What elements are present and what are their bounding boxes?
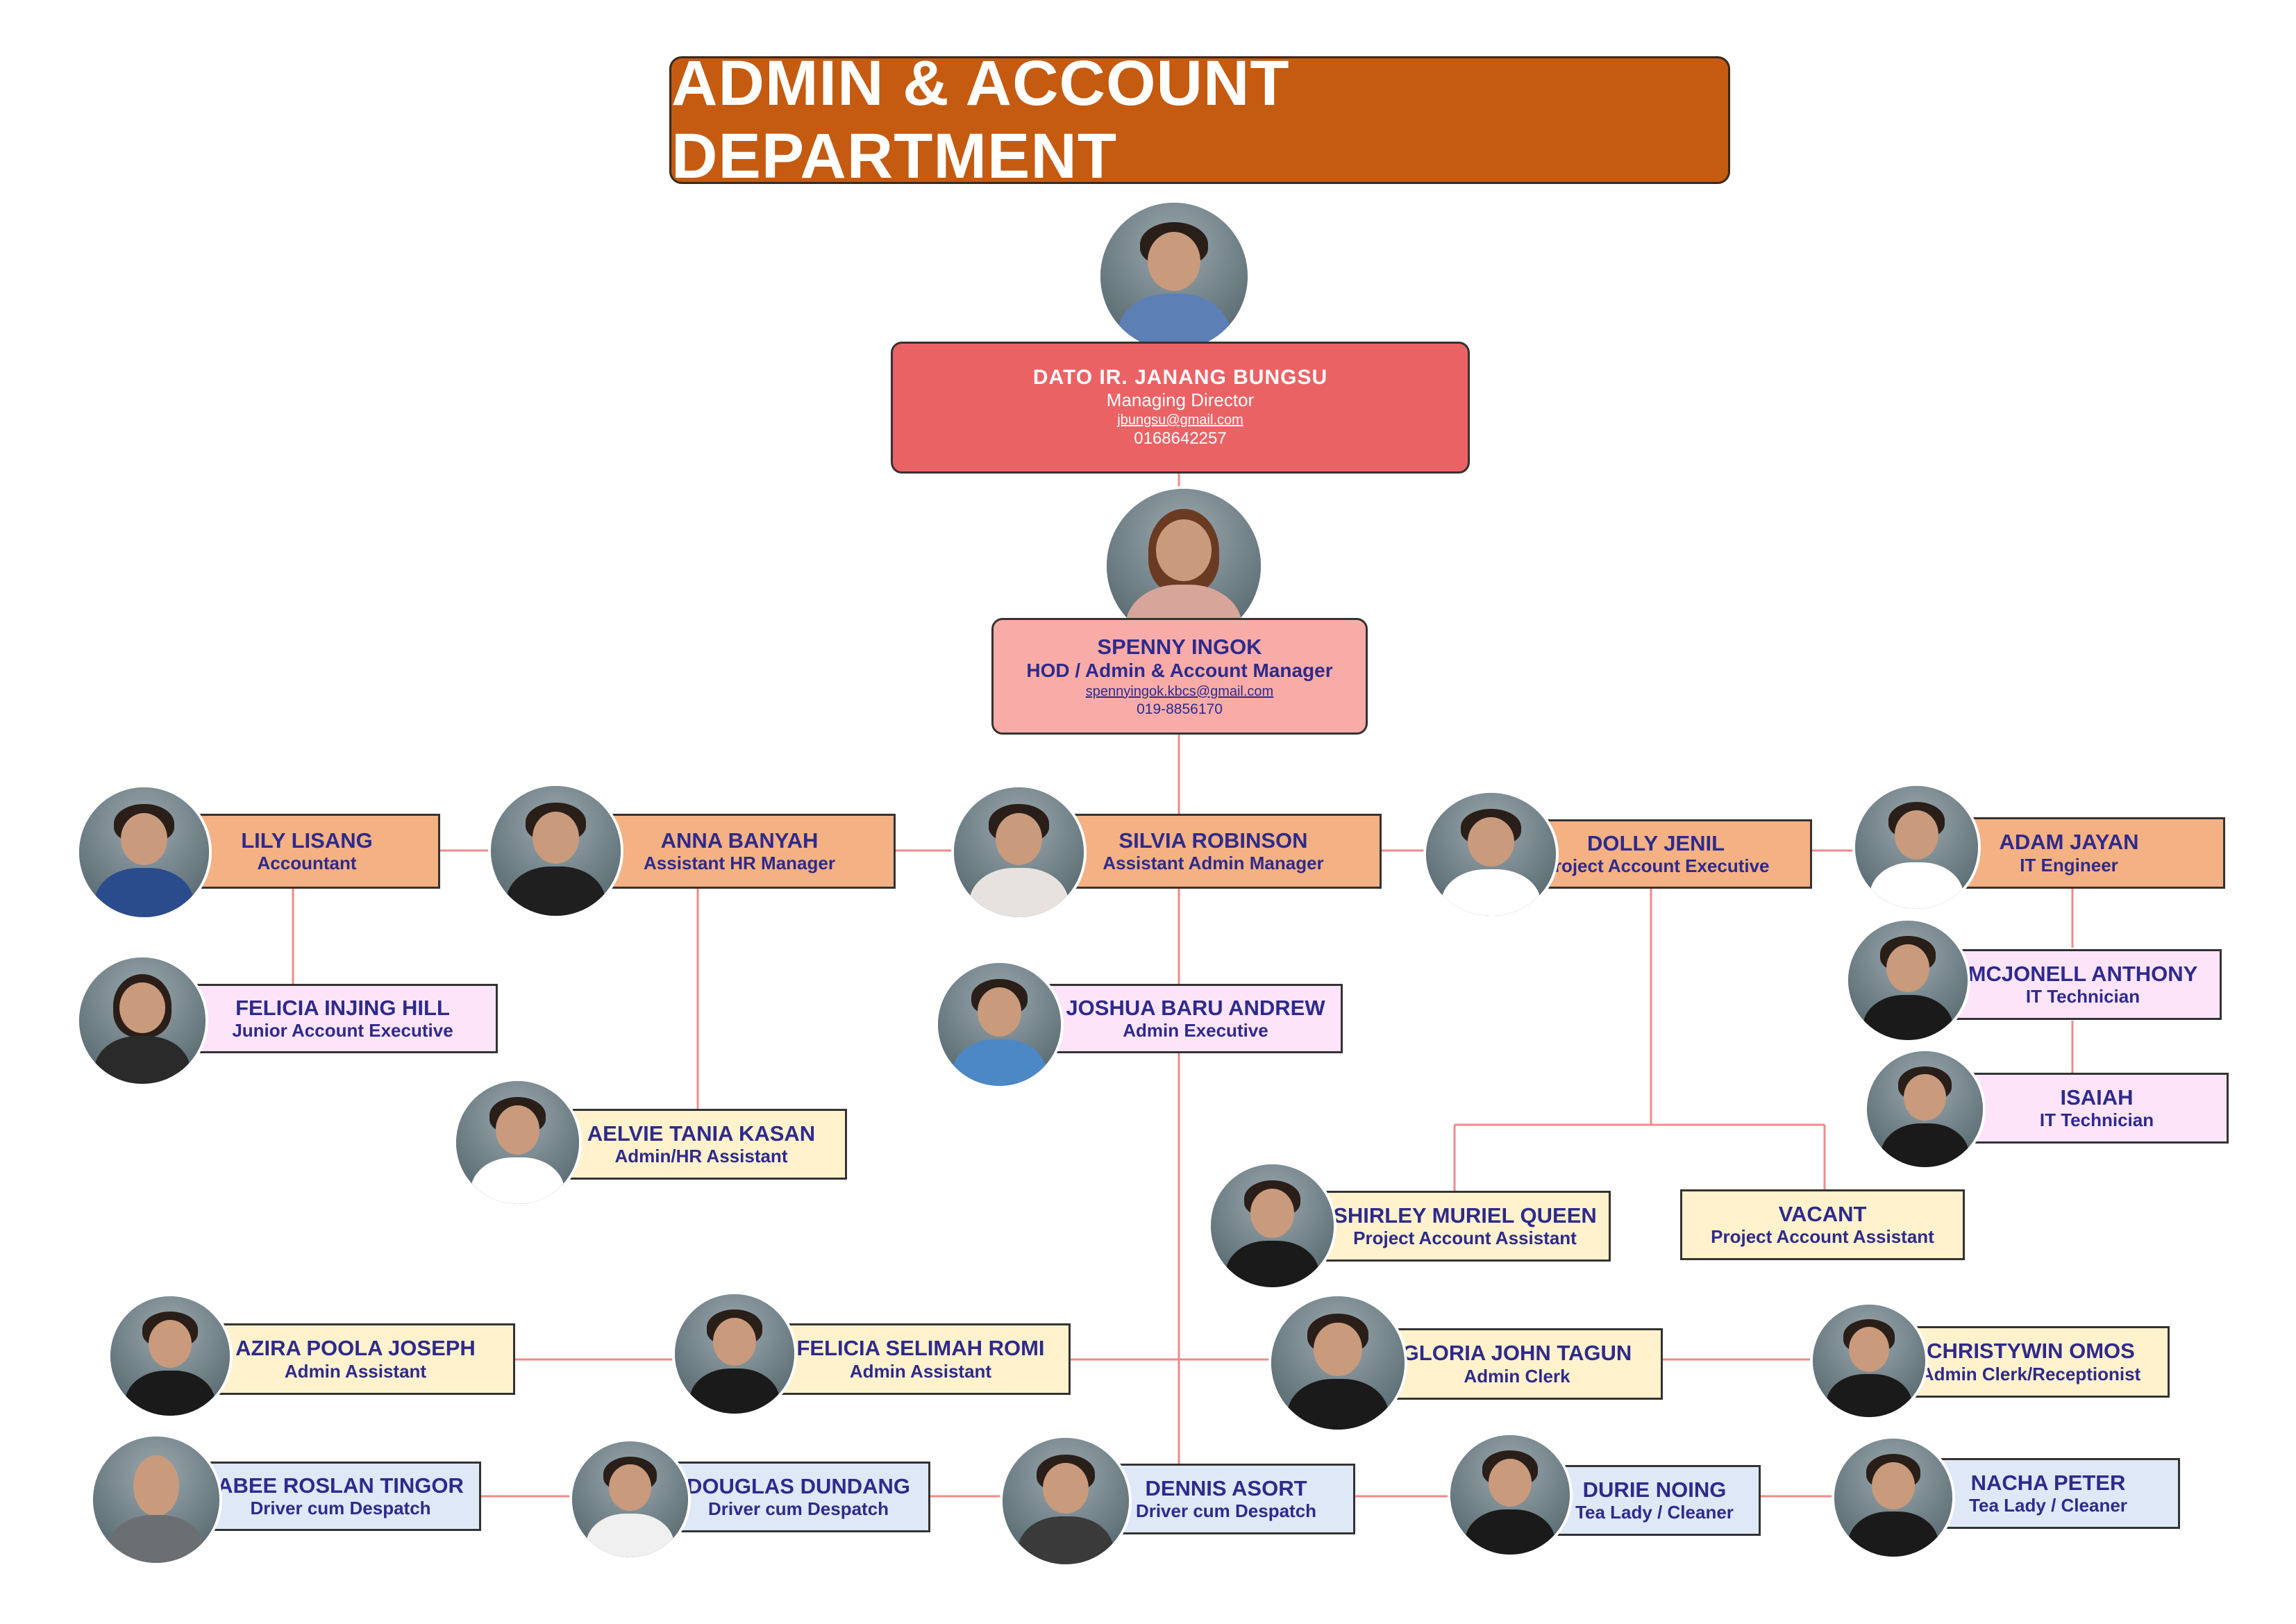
person-name: FELICIA INJING HILL	[235, 995, 450, 1020]
person-card-azira-poola-joseph: AZIRA POOLA JOSEPH Admin Assistant	[196, 1323, 515, 1395]
person-name: DOLLY JENIL	[1586, 830, 1725, 855]
avatar-felicia-selimah-romi	[672, 1291, 797, 1416]
avatar-silvia-robinson	[951, 785, 1087, 920]
person-role: Admin Assistant	[849, 1360, 992, 1382]
person-role: Accountant	[257, 853, 357, 874]
person-card-douglas-dundang: DOUGLAS DUNDANG Driver cum Despatch	[667, 1462, 930, 1532]
person-name: CHRISTYWIN OMOS	[1927, 1339, 2135, 1364]
avatar-durie-noing	[1448, 1432, 1573, 1557]
person-name: LILY LISANG	[241, 828, 373, 853]
avatar-dennis-asort	[1000, 1435, 1132, 1567]
person-card-silvia-robinson: SILVIA ROBINSON Assistant Admin Manager	[1045, 814, 1382, 889]
person-role: Project Account Assistant	[1711, 1226, 1934, 1248]
person-name: ANNA BANYAH	[660, 828, 819, 853]
person-role: IT Engineer	[2020, 854, 2118, 876]
person-role: Project Account Executive	[1542, 855, 1770, 877]
avatar-nacha-peter	[1832, 1436, 1955, 1559]
person-card-aelvie-tania-kasan: AELVIE TANIA KASAN Admin/HR Assistant	[555, 1109, 847, 1180]
hod-email[interactable]: spennyingok.kbcs@gmail.com	[1085, 684, 1274, 700]
person-card-vacant: VACANT Project Account Assistant	[1680, 1189, 1965, 1260]
person-name: MCJONELL ANTHONY	[1968, 961, 2198, 986]
person-role: IT Technician	[2039, 1110, 2154, 1131]
person-name: SILVIA ROBINSON	[1118, 828, 1308, 853]
person-card-felicia-injing-hill: FELICIA INJING HILL Junior Account Execu…	[187, 984, 498, 1053]
person-card-dennis-asort: DENNIS ASORT Driver cum Despatch	[1097, 1464, 1355, 1534]
person-role: Admin/HR Assistant	[614, 1146, 788, 1167]
avatar-joshua-baru-andrew	[935, 960, 1064, 1089]
person-role: Driver cum Despatch	[707, 1498, 889, 1520]
person-name: GLORIA JOHN TAGUN	[1402, 1341, 1632, 1366]
person-name: ADAM JAYAN	[1999, 830, 2139, 855]
director-email[interactable]: jbungsu@gmail.com	[1117, 412, 1243, 428]
hod-card: SPENNY INGOK HOD / Admin & Account Manag…	[991, 618, 1368, 735]
avatar-dolly-jenil	[1423, 790, 1559, 919]
person-role: Junior Account Executive	[232, 1020, 453, 1041]
avatar-gloria-john-tagun	[1268, 1294, 1407, 1432]
avatar-christywin-omos	[1810, 1302, 1928, 1420]
person-role: Admin Clerk/Receptionist	[1920, 1363, 2141, 1384]
avatar-felicia-injing-hill	[76, 955, 208, 1087]
person-card-gloria-john-tagun: GLORIA JOHN TAGUN Admin Clerk	[1371, 1328, 1663, 1400]
person-card-christywin-omos: CHRISTYWIN OMOS Admin Clerk/Receptionist	[1892, 1326, 2170, 1398]
person-name: FELICIA SELIMAH ROMI	[796, 1336, 1045, 1361]
avatar-isaiah	[1864, 1048, 1986, 1170]
person-name: JOSHUA BARU ANDREW	[1066, 995, 1325, 1020]
director-phone: 0168642257	[1134, 429, 1227, 449]
person-card-durie-noing: DURIE NOING Tea Lady / Cleaner	[1548, 1465, 1761, 1536]
hod-role: HOD / Admin & Account Manager	[1026, 660, 1333, 682]
person-card-isaiah: ISAIAH IT Technician	[1965, 1073, 2229, 1144]
hod-phone: 019-8856170	[1137, 701, 1223, 718]
person-card-joshua-baru-andrew: JOSHUA BARU ANDREW Admin Executive	[1048, 984, 1343, 1053]
department-title-banner: ADMIN & ACCOUNT DEPARTMENT	[669, 48, 1730, 192]
person-card-lily-lisang: LILY LISANG Accountant	[174, 814, 440, 889]
director-role: Managing Director	[1106, 390, 1255, 411]
avatar-aelvie-tania-kasan	[453, 1078, 582, 1207]
avatar-azira-poola-joseph	[108, 1294, 233, 1418]
person-name: DENNIS ASORT	[1145, 1475, 1307, 1500]
person-role: Project Account Assistant	[1353, 1228, 1577, 1249]
person-role: Admin Executive	[1123, 1020, 1268, 1041]
person-role: Admin Clerk	[1464, 1365, 1570, 1387]
person-name: DOUGLAS DUNDANG	[686, 1473, 911, 1498]
hod-name: SPENNY INGOK	[1097, 634, 1262, 659]
director-card: DATO IR. JANANG BUNGSU Managing Director…	[891, 342, 1470, 474]
person-card-shirley-muriel-queen: SHIRLEY MURIEL QUEEN Project Account Ass…	[1319, 1191, 1611, 1262]
person-name: ISAIAH	[2060, 1085, 2134, 1110]
hod-photo	[1104, 486, 1264, 646]
person-role: Tea Lady / Cleaner	[1575, 1502, 1734, 1523]
person-name: AELVIE TANIA KASAN	[587, 1121, 816, 1146]
person-name: NACHA PETER	[1970, 1470, 2126, 1495]
person-role: IT Technician	[2025, 986, 2140, 1007]
person-card-nacha-peter: NACHA PETER Tea Lady / Cleaner	[1916, 1458, 2180, 1529]
department-title: ADMIN & ACCOUNT DEPARTMENT	[671, 48, 1290, 192]
person-name: VACANT	[1778, 1201, 1867, 1226]
avatar-lily-lisang	[76, 785, 212, 920]
avatar-mcjonell-anthony	[1845, 918, 1970, 1043]
person-role: Tea Lady / Cleaner	[1969, 1495, 2127, 1516]
avatar-douglas-dundang	[569, 1439, 691, 1560]
person-card-abee-roslan-tingor: ABEE ROSLAN TINGOR Driver cum Despatch	[200, 1462, 481, 1531]
person-role: Admin Assistant	[284, 1360, 427, 1382]
person-name: ABEE ROSLAN TINGOR	[217, 1473, 464, 1498]
person-name: SHIRLEY MURIEL QUEEN	[1333, 1203, 1597, 1228]
avatar-anna-banyah	[488, 783, 623, 919]
director-photo	[1098, 200, 1250, 353]
avatar-adam-jayan	[1852, 783, 1981, 912]
person-role: Assistant Admin Manager	[1103, 853, 1324, 874]
director-name: DATO IR. JANANG BUNGSU	[1032, 365, 1328, 389]
person-role: Driver cum Despatch	[1135, 1500, 1317, 1522]
person-card-mcjonell-anthony: MCJONELL ANTHONY IT Technician	[1944, 949, 2222, 1020]
person-card-anna-banyah: ANNA BANYAH Assistant HR Manager	[583, 814, 896, 889]
avatar-shirley-muriel-queen	[1208, 1162, 1336, 1290]
avatar-abee-roslan-tingor	[90, 1434, 222, 1566]
person-name: AZIRA POOLA JOSEPH	[235, 1336, 476, 1361]
person-role: Assistant HR Manager	[644, 853, 835, 874]
person-name: DURIE NOING	[1582, 1477, 1727, 1502]
person-role: Driver cum Despatch	[250, 1498, 431, 1519]
person-card-felicia-selimah-romi: FELICIA SELIMAH ROMI Admin Assistant	[771, 1323, 1071, 1395]
